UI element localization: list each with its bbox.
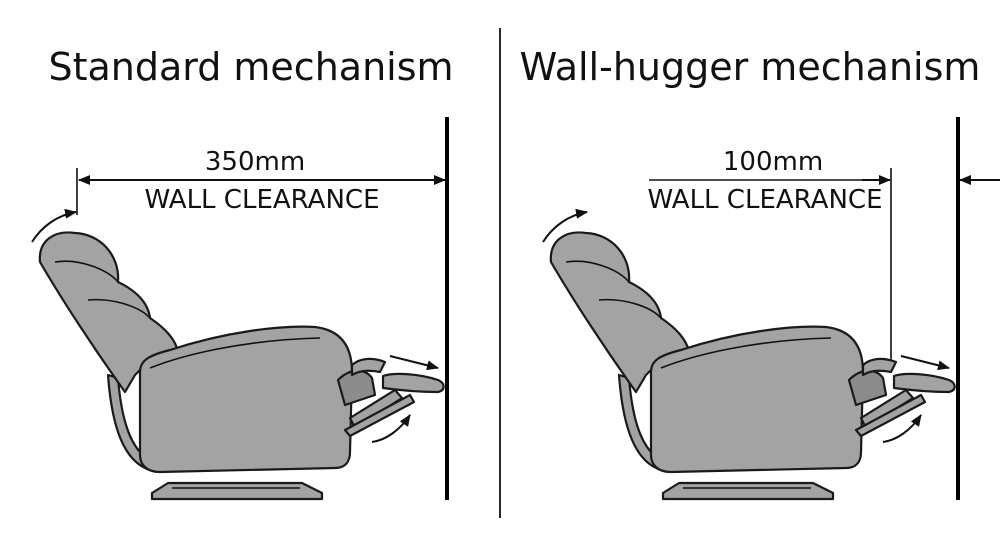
recliner-chair <box>38 231 445 501</box>
clearance-label: WALL CLEARANCE <box>648 185 883 215</box>
clearance-label: WALL CLEARANCE <box>145 185 380 215</box>
recliner-chair <box>549 231 956 501</box>
extension-motion-arrow <box>389 355 439 371</box>
clearance-value: 100mm <box>723 147 823 177</box>
standard-panel: Standard mechanism 350mm WALL CLEARANCE <box>32 45 454 501</box>
clearance-value: 350mm <box>205 147 305 177</box>
wall-hugger-panel: Wall-hugger mechanism 100mm WALL CLEARAN… <box>520 45 1000 501</box>
standard-title: Standard mechanism <box>48 45 453 89</box>
extension-motion-arrow <box>900 355 950 371</box>
wall-hugger-title: Wall-hugger mechanism <box>520 45 981 89</box>
